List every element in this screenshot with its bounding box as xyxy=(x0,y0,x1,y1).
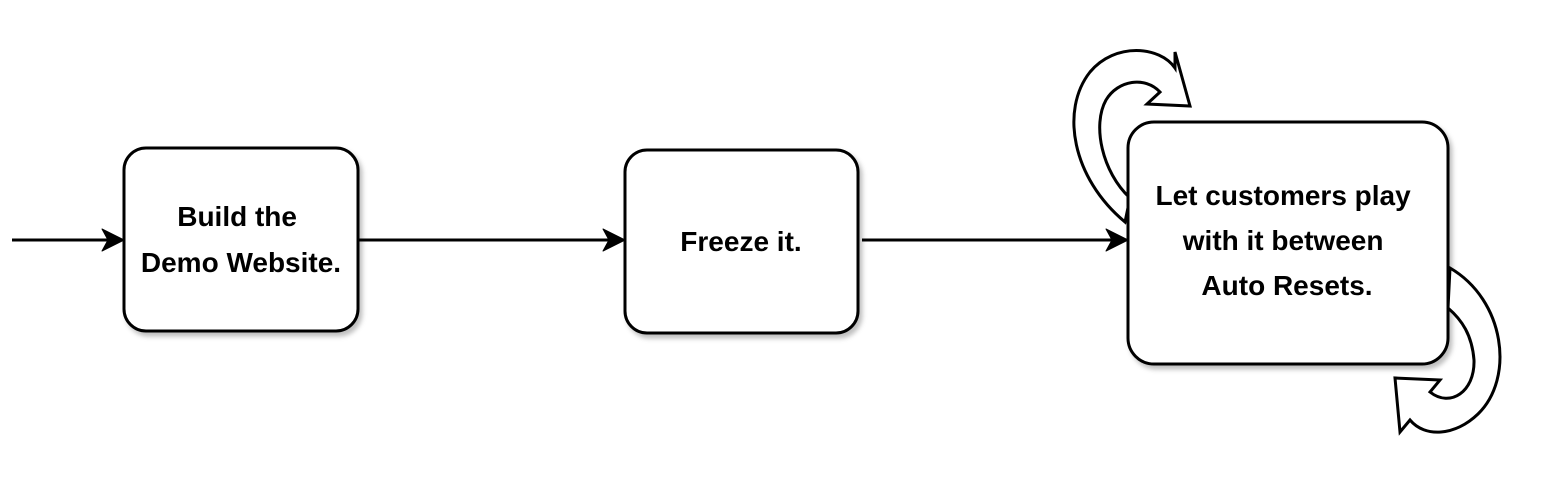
loop-arrow-bottom-icon xyxy=(1393,265,1502,436)
step-label-line: Let customers play xyxy=(1156,180,1412,211)
arrowhead-icon xyxy=(101,228,125,252)
step-label-line: Demo Website. xyxy=(141,247,341,278)
step-box xyxy=(1126,120,1450,366)
step-box xyxy=(623,148,860,335)
step-label-line: Freeze it. xyxy=(680,226,801,257)
step-label: Freeze it. xyxy=(680,226,801,257)
step-label-line: Build the xyxy=(177,201,297,232)
loop-arrow-top-icon xyxy=(1072,49,1192,225)
step-box xyxy=(122,146,360,333)
step-label-line: with it between xyxy=(1182,225,1384,256)
connector-freeze-to-play xyxy=(862,228,1129,252)
step-label: Let customers play with it between Auto … xyxy=(1156,180,1419,301)
step-let-customers-play: Let customers play with it between Auto … xyxy=(1126,120,1450,366)
step-build-demo-website: Build the Demo Website. xyxy=(122,146,360,333)
step-label: Build the Demo Website. xyxy=(141,201,341,278)
arrowhead-icon xyxy=(602,228,626,252)
step-label-line: Auto Resets. xyxy=(1201,270,1372,301)
entry-connector xyxy=(12,228,125,252)
arrowhead-icon xyxy=(1105,228,1129,252)
step-freeze-it: Freeze it. xyxy=(623,148,860,335)
connector-build-to-freeze xyxy=(358,228,626,252)
